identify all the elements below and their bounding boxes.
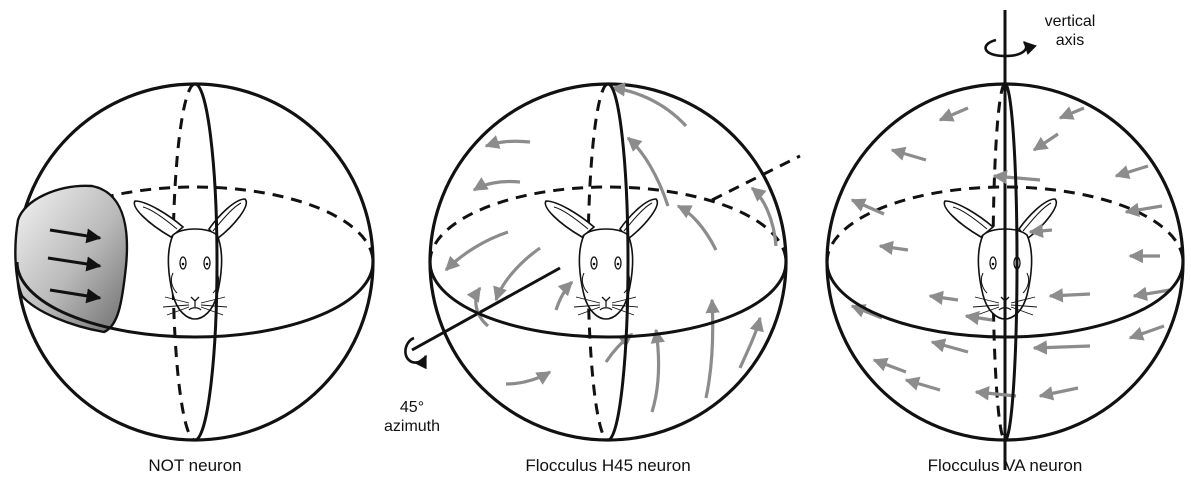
sphere-h45-neuron <box>405 84 800 440</box>
caption-va-neuron: Flocculus VA neuron <box>895 456 1115 476</box>
azimuth-label-line1: 45° <box>372 398 452 417</box>
vertical-axis-label-line1: vertical <box>1030 12 1110 31</box>
caption-not-neuron: NOT neuron <box>95 456 295 476</box>
vertical-axis-label-line2: axis <box>1030 31 1110 50</box>
azimuth-label-line2: azimuth <box>372 417 452 436</box>
caption-h45-neuron: Flocculus H45 neuron <box>498 456 718 476</box>
sphere-not-neuron <box>15 84 373 440</box>
vertical-axis-label: vertical axis <box>1030 12 1110 50</box>
azimuth-label: 45° azimuth <box>372 398 452 436</box>
sphere-va-neuron <box>827 10 1183 470</box>
